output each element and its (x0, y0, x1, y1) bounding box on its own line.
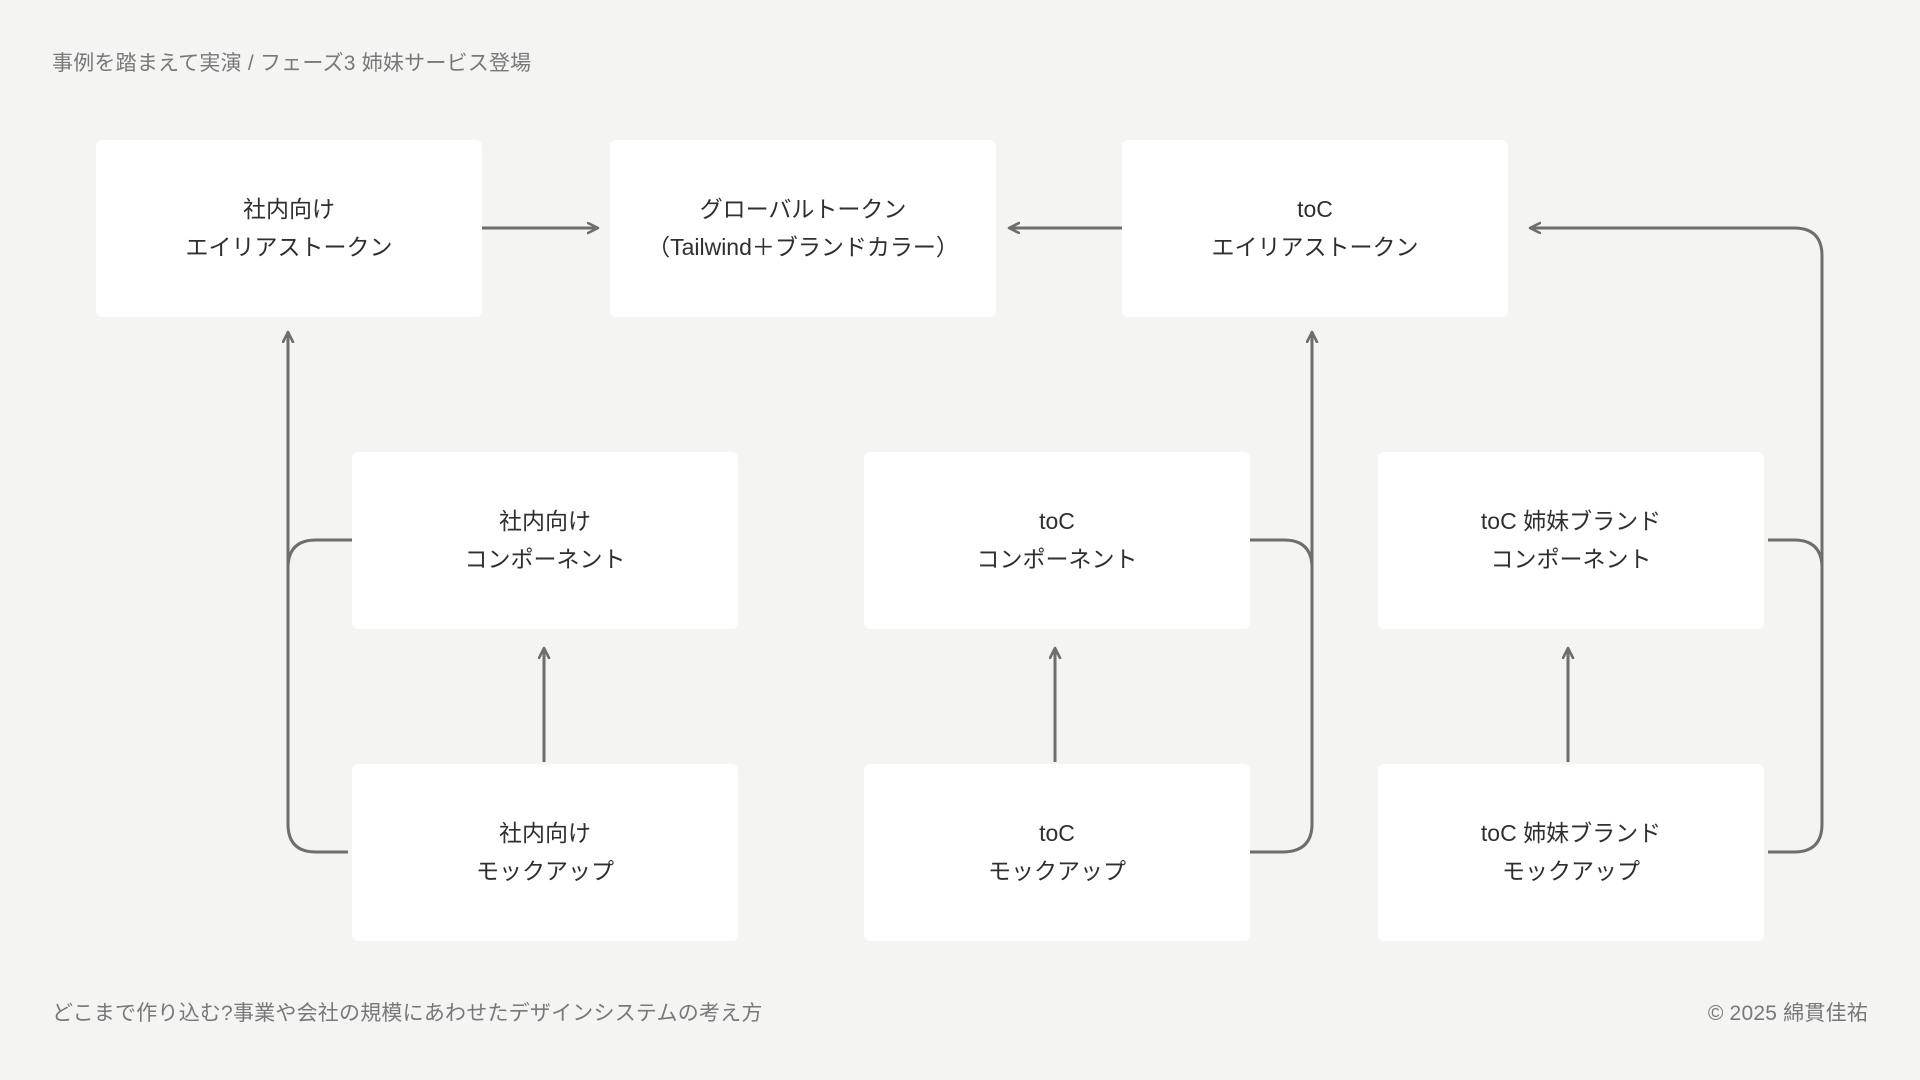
node-internal-alias-token-line1: 社内向け (243, 196, 335, 223)
node-internal-alias-token[interactable]: 社内向け エイリアストークン (96, 140, 482, 317)
node-toc-mockup[interactable]: toC モックアップ (864, 764, 1250, 941)
node-toc-sister-mockup-line2: モックアップ (1502, 857, 1640, 884)
node-toc-component-line1: toC (1039, 508, 1075, 535)
node-internal-component[interactable]: 社内向け コンポーネント (352, 452, 738, 629)
node-internal-component-line1: 社内向け (499, 508, 591, 535)
node-toc-sister-mockup[interactable]: toC 姉妹ブランド モックアップ (1378, 764, 1764, 941)
node-global-token-line1: グローバルトークン (699, 196, 907, 223)
slide-footer-copyright: © 2025 綿貫佳祐 (1707, 1002, 1868, 1025)
node-toc-alias-token-line2: エイリアストークン (1211, 233, 1419, 260)
node-toc-component-line2: コンポーネント (976, 545, 1138, 572)
node-toc-sister-component[interactable]: toC 姉妹ブランド コンポーネント (1378, 452, 1764, 629)
node-toc-sister-mockup-line1: toC 姉妹ブランド (1480, 820, 1662, 847)
slide-footer-title: どこまで作り込む?事業や会社の規模にあわせたデザインシステムの考え方 (52, 1002, 763, 1025)
slide-header-breadcrumb: 事例を踏まえて実演 / フェーズ3 姉妹サービス登場 (52, 52, 532, 75)
node-toc-mockup-line2: モックアップ (988, 857, 1126, 884)
node-global-token[interactable]: グローバルトークン （Tailwind＋ブランドカラー） (610, 140, 996, 317)
node-toc-alias-token-line1: toC (1297, 196, 1333, 223)
node-internal-mockup-line2: モックアップ (476, 857, 614, 884)
node-toc-component[interactable]: toC コンポーネント (864, 452, 1250, 629)
node-internal-alias-token-line2: エイリアストークン (185, 233, 393, 260)
node-toc-alias-token[interactable]: toC エイリアストークン (1122, 140, 1508, 317)
edge-middle-branch-component (1248, 538, 1314, 569)
node-internal-component-line2: コンポーネント (464, 545, 626, 572)
node-global-token-line2: （Tailwind＋ブランドカラー） (647, 233, 959, 260)
node-toc-sister-component-line1: toC 姉妹ブランド (1480, 508, 1662, 535)
edge-middle-trunk (1250, 332, 1312, 854)
edge-left-trunk (288, 332, 348, 854)
edge-left-branch-component (286, 538, 352, 569)
node-toc-mockup-line1: toC (1039, 820, 1075, 847)
node-internal-mockup[interactable]: 社内向け モックアップ (352, 764, 738, 941)
edge-right-branch-component (1768, 538, 1824, 569)
node-internal-mockup-line1: 社内向け (499, 820, 591, 847)
node-toc-sister-component-line2: コンポーネント (1490, 545, 1652, 572)
